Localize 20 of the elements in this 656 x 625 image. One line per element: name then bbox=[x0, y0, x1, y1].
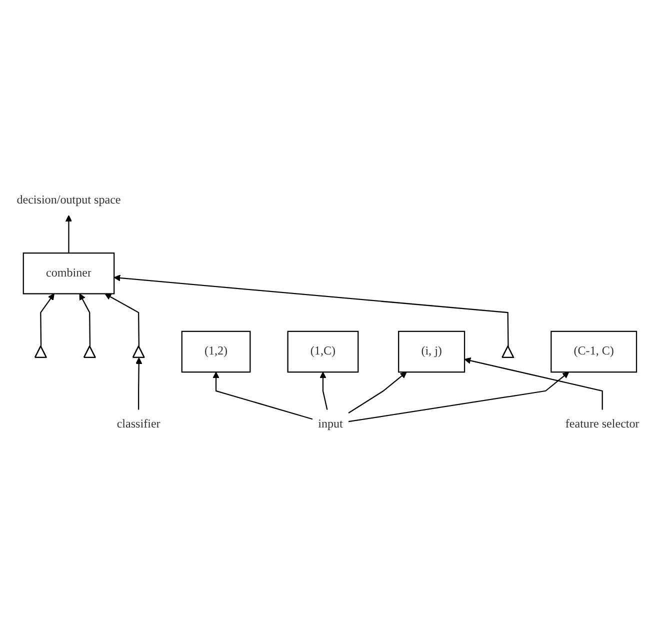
arrow bbox=[79, 293, 91, 346]
arrow bbox=[65, 215, 72, 253]
node-box: (1,2) bbox=[181, 330, 251, 373]
arrow bbox=[114, 274, 509, 346]
arrow bbox=[104, 293, 140, 346]
node-box: (1,C) bbox=[287, 330, 359, 373]
node-text: input bbox=[318, 418, 343, 430]
node-box: (i, j) bbox=[398, 330, 466, 373]
arrow bbox=[136, 357, 142, 410]
arrow bbox=[212, 372, 313, 420]
node-box: (C-1, C) bbox=[550, 330, 638, 373]
node-box: combiner bbox=[22, 252, 115, 294]
arrow bbox=[348, 372, 570, 422]
arrow bbox=[348, 372, 407, 414]
arrow bbox=[464, 357, 603, 410]
arrow bbox=[40, 293, 54, 346]
node-text: decision/output space bbox=[16, 194, 121, 207]
arrow bbox=[320, 372, 328, 410]
node-text: feature selector bbox=[565, 418, 640, 430]
node-text: classifier bbox=[116, 418, 160, 430]
